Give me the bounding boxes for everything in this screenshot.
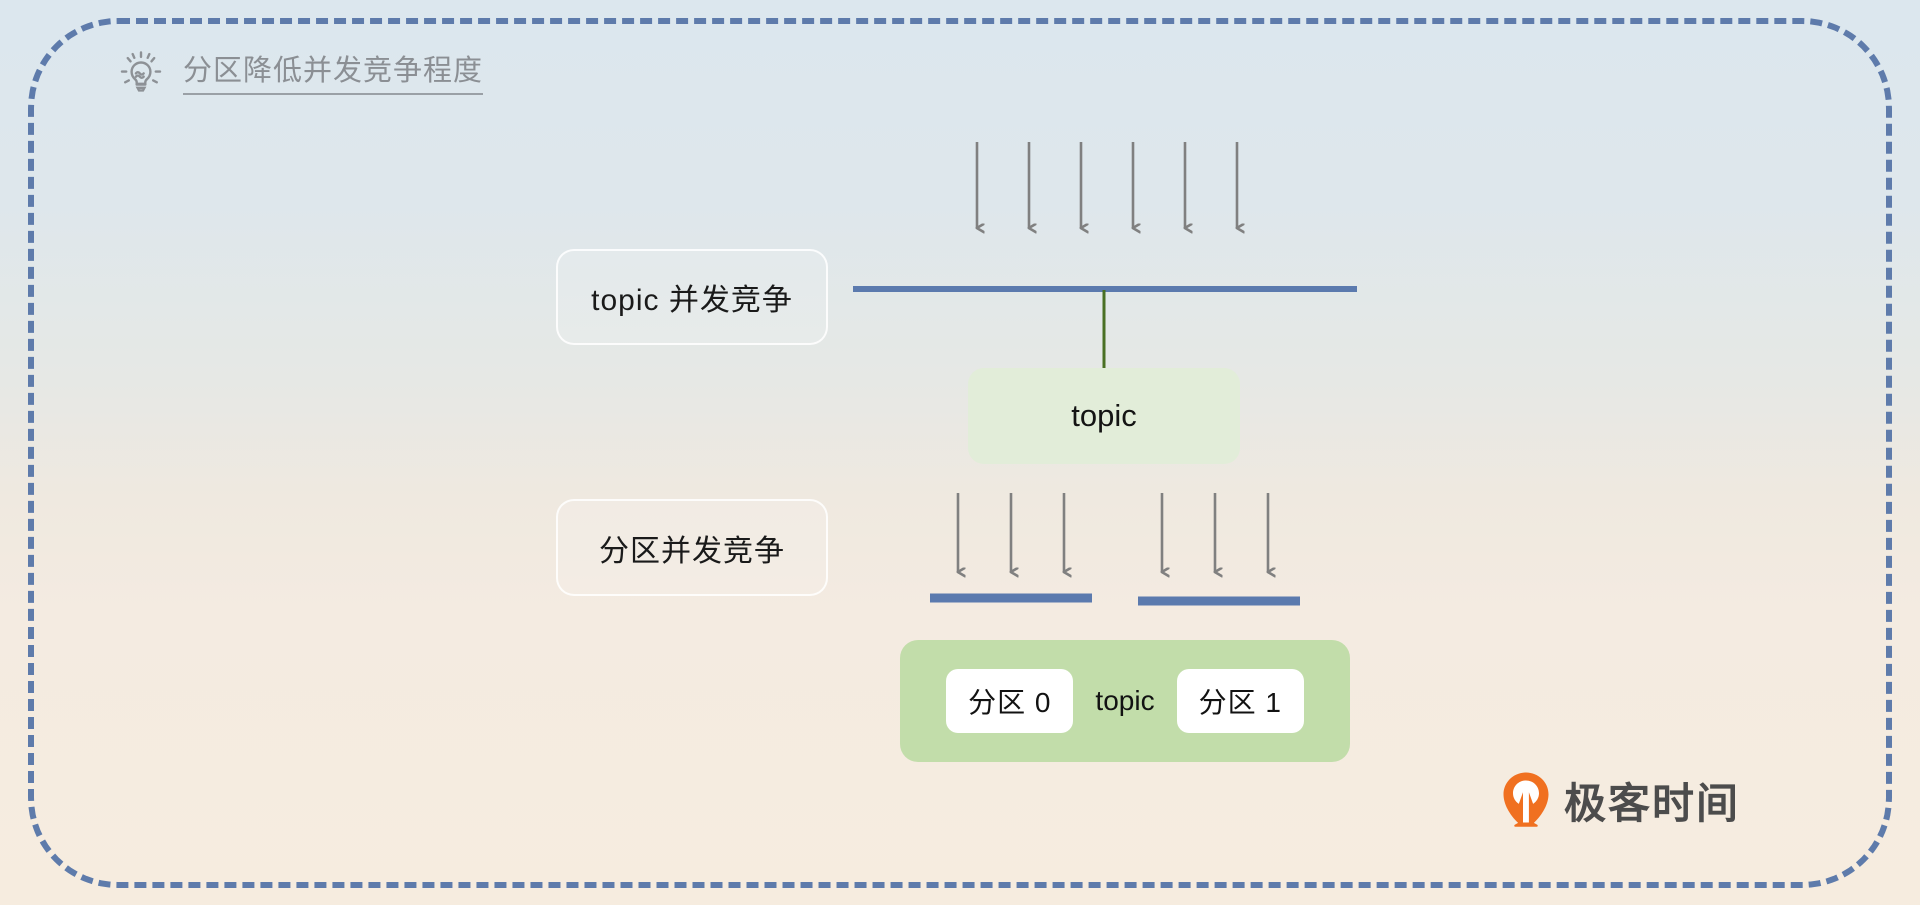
geektime-logo: 极客时间: [1500, 770, 1740, 831]
partition-chip-0: 分区 0: [946, 669, 1074, 733]
partitions-box-label: topic: [1095, 685, 1155, 716]
top-arrow-group: [977, 142, 1237, 228]
label-partition-contention-text: 分区并发竞争: [599, 534, 785, 568]
partition-1-arrow-group: [1162, 493, 1268, 572]
page-title: 分区降低并发竞争程度: [183, 53, 484, 95]
label-topic-contention-text: topic 并发竞争: [591, 284, 793, 317]
partitions-box: 分区 0 topic 分区 1: [900, 640, 1350, 762]
lightbulb-icon: [113, 46, 169, 102]
topic-box: topic: [968, 368, 1240, 464]
label-partition-contention: 分区并发竞争: [556, 499, 828, 596]
label-topic-contention: topic 并发竞争: [556, 249, 828, 345]
partition-chip-1: 分区 1: [1176, 669, 1304, 733]
partition-0-arrow-group: [958, 493, 1064, 572]
topic-box-label: topic: [1071, 398, 1137, 433]
header: 分区降低并发竞争程度: [113, 46, 484, 102]
geektime-logo-text: 极客时间: [1564, 780, 1741, 827]
geektime-logo-icon: [1500, 771, 1552, 831]
